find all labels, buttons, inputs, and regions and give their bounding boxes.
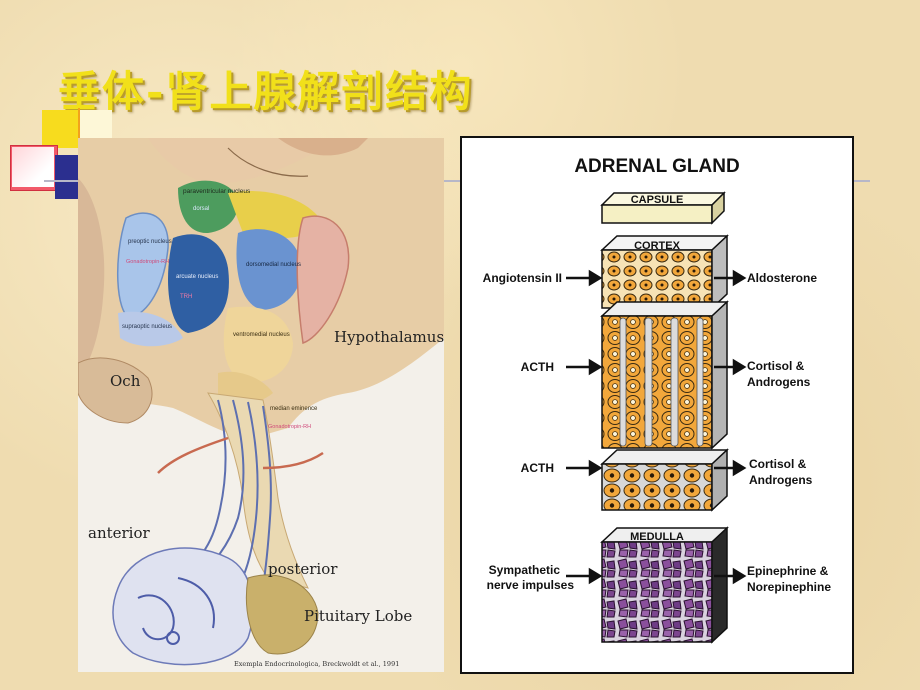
label-preoptic: preoptic nucleus xyxy=(128,239,172,245)
label-trh: TRH xyxy=(180,294,192,300)
adrenal-medulla xyxy=(601,541,713,643)
label-posterior: posterior xyxy=(268,560,338,578)
label-median-eminence: median eminence xyxy=(270,406,318,412)
output-androgens-1: Androgens xyxy=(747,375,811,389)
paraventricular-nucleus-shape xyxy=(178,180,239,234)
anterior-pituitary-shape xyxy=(112,547,254,666)
decor-horizontal-line xyxy=(44,180,870,182)
output-aldosterone: Aldosterone xyxy=(747,271,817,285)
pituitary-svg: paraventricular nucleus dorsal preoptic … xyxy=(78,138,444,668)
adrenal-svg: ADRENAL GLAND CAPSULE CORTEX MEDU xyxy=(483,156,831,644)
label-pituitary-lobe: Pituitary Lobe xyxy=(304,607,412,625)
mammillary-body-shape xyxy=(296,215,350,344)
upper-tissue xyxy=(148,138,338,184)
arteries xyxy=(157,436,324,474)
supraoptic-nucleus-shape xyxy=(118,311,183,347)
cortex-label: CORTEX xyxy=(634,240,681,252)
input-nerve-impulses: nerve impulses xyxy=(487,578,575,592)
label-supraoptic: supraoptic nucleus xyxy=(122,324,172,330)
optic-chiasm-shape xyxy=(78,357,153,424)
ventricle-line xyxy=(227,147,309,177)
input-arrows xyxy=(566,269,603,585)
label-gonadotropin-rh-1: Gonadotropin-RH xyxy=(126,259,169,265)
medulla-side xyxy=(711,526,728,644)
zona-glomerulosa xyxy=(601,249,713,309)
label-ventromedial: ventromedial nucleus xyxy=(233,332,290,338)
input-angiotensin: Angiotensin II xyxy=(483,271,562,285)
reticularis-top xyxy=(600,449,729,465)
output-epinephrine: Epinephrine & xyxy=(747,564,829,578)
medulla-label: MEDULLA xyxy=(630,531,684,543)
label-och: Och xyxy=(110,372,141,390)
arcuate-nucleus-shape xyxy=(168,234,229,333)
dorsal-area-shape xyxy=(228,191,323,239)
adrenal-gland-diagram: ADRENAL GLAND CAPSULE CORTEX MEDU xyxy=(460,136,854,674)
preoptic-nucleus-shape xyxy=(116,212,169,319)
fasciculata-side xyxy=(711,300,728,450)
reticularis-side xyxy=(711,448,728,512)
pituitary-illustration: paraventricular nucleus dorsal preoptic … xyxy=(78,138,444,672)
input-sympathetic: Sympathetic xyxy=(489,563,561,577)
fasciculata-top xyxy=(600,301,729,317)
posterior-pituitary-shape xyxy=(245,574,319,655)
output-norepinephrine: Norepinephine xyxy=(747,580,831,594)
decor-square-navy xyxy=(55,155,81,199)
gland-vessels xyxy=(137,577,215,645)
label-gonadotropin-rh-2: Gonadotropin-RH xyxy=(268,424,311,430)
label-arcuate: arcuate nucleus xyxy=(176,274,218,280)
output-cortisol-2: Cortisol & xyxy=(749,457,807,471)
zona-reticularis xyxy=(601,463,713,511)
label-paraventricular: paraventricular nucleus xyxy=(183,188,251,195)
label-hypothalamus: Hypothalamus xyxy=(334,328,444,346)
zona-fasciculata xyxy=(601,315,713,449)
adrenal-title: ADRENAL GLAND xyxy=(574,156,739,177)
dorsomedial-nucleus-shape xyxy=(236,229,302,310)
output-arrows xyxy=(714,269,747,585)
citation: Exempla Endocrinologica, Breckwoldt et a… xyxy=(234,660,399,668)
capsule-label: CAPSULE xyxy=(631,194,684,206)
upper-fold xyxy=(278,138,368,156)
label-dorsomedial: dorsomedial nucleus xyxy=(246,262,301,268)
input-acth-2: ACTH xyxy=(521,461,554,475)
label-dorsal: dorsal xyxy=(193,206,209,212)
fasciculata-sinusoids xyxy=(619,317,704,447)
glomerulosa-side xyxy=(711,234,728,310)
slide-title: 垂体-肾上腺解剖结构 xyxy=(58,67,474,116)
capsule-layer: CAPSULE xyxy=(600,191,726,225)
output-cortisol-1: Cortisol & xyxy=(747,359,805,373)
label-anterior: anterior xyxy=(88,524,151,542)
ventromedial-nucleus-shape xyxy=(223,306,293,383)
input-acth-1: ACTH xyxy=(521,360,554,374)
decor-square-yellow xyxy=(42,110,80,148)
left-fold xyxy=(78,178,105,378)
output-androgens-2: Androgens xyxy=(749,473,813,487)
